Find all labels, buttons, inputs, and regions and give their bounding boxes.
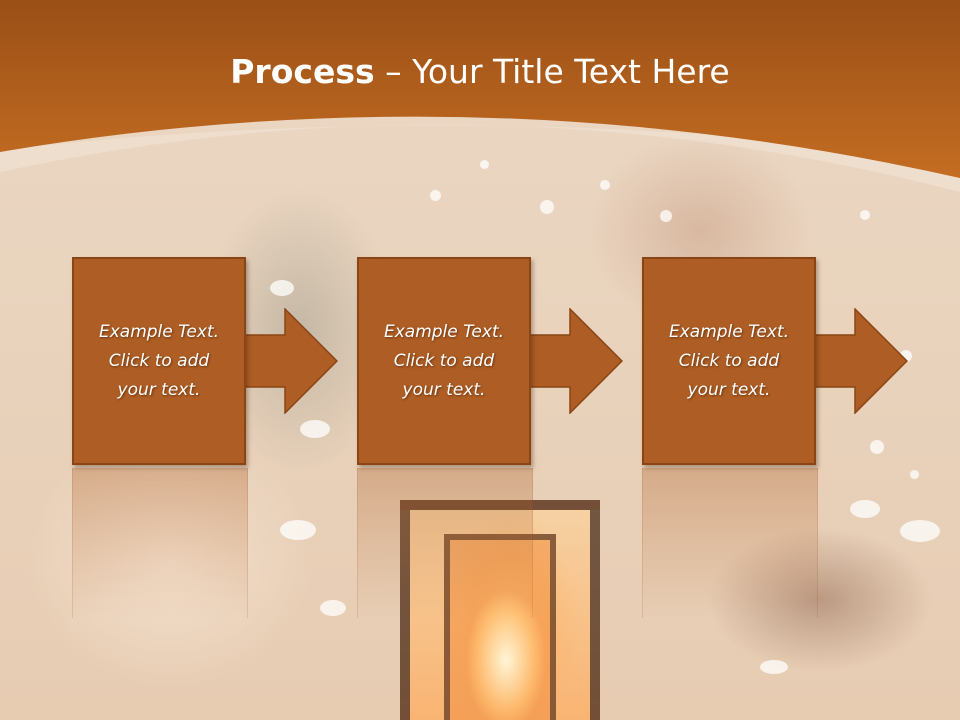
title-bold: Process [230,52,375,91]
snow-fleck [860,210,870,220]
snow-fleck [300,420,330,438]
box-reflection [642,468,818,618]
lantern-glass [444,534,556,720]
slide-title[interactable]: Process – Your Title Text Here [0,52,960,91]
arrow-right-icon [242,308,338,414]
snow-fleck [430,190,441,201]
process-step-box[interactable]: Example Text. Click to add your text. [72,257,246,465]
snow-fleck [540,200,554,214]
header-band [0,0,960,192]
snow-fleck [280,520,316,540]
title-rest: – Your Title Text Here [374,52,730,91]
snow-fleck [320,600,346,616]
lantern-image [400,500,600,720]
process-step-text[interactable]: Example Text. Click to add your text. [98,321,220,400]
box-reflection [72,468,248,618]
process-step-text[interactable]: Example Text. Click to add your text. [668,321,790,400]
snow-fleck [760,660,788,674]
snow-fleck [910,470,919,479]
arrow-right-icon [812,308,908,414]
snow-fleck [900,520,940,542]
process-step-text[interactable]: Example Text. Click to add your text. [383,321,505,400]
snow-fleck [850,500,880,518]
snow-fleck [600,180,610,190]
process-step-box[interactable]: Example Text. Click to add your text. [357,257,531,465]
arrow-right-icon [527,308,623,414]
snow-fleck [480,160,489,169]
box-reflection [357,468,533,618]
process-step-box[interactable]: Example Text. Click to add your text. [642,257,816,465]
snow-fleck [270,280,294,296]
snow-fleck [870,440,884,454]
snow-fleck [660,210,672,222]
